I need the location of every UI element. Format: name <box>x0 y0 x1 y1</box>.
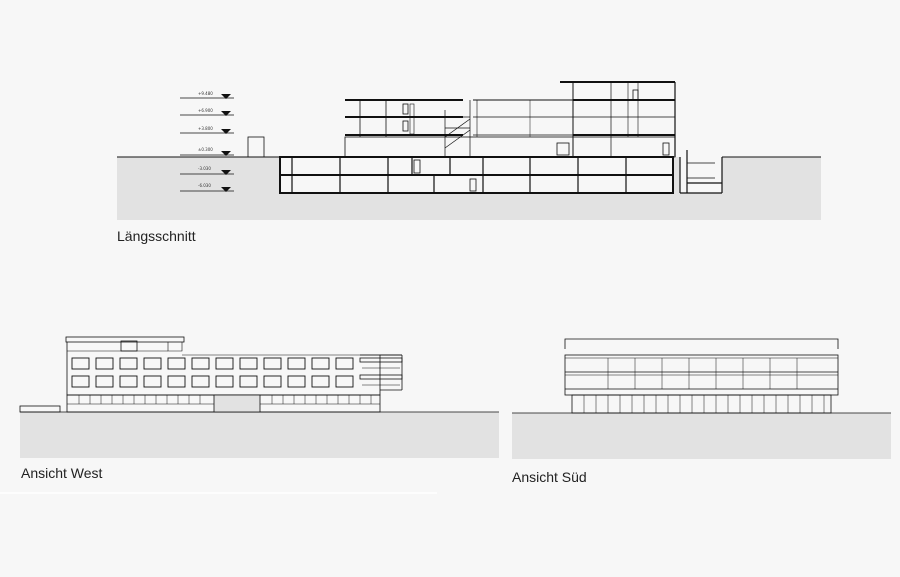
west-windows-lower <box>71 375 354 388</box>
section-ramp <box>679 150 723 194</box>
section-basement-walls <box>291 157 627 193</box>
level-marker: +9.480 <box>180 91 234 99</box>
south-ground-mullions <box>583 395 825 413</box>
longitudinal-section <box>117 81 821 220</box>
level-marker: ±0.300 <box>180 147 234 156</box>
south-facade-divisions <box>607 358 798 389</box>
level-marker: -3.030 <box>180 166 234 175</box>
level-marker: -6.030 <box>180 183 234 192</box>
section-ground-floor <box>344 136 676 158</box>
south-ground-fill <box>512 413 891 459</box>
section-staircase <box>444 100 471 157</box>
level-label: +6.900 <box>198 108 213 113</box>
west-elevation-caption: Ansicht West <box>21 465 103 481</box>
level-label: -3.030 <box>198 166 211 171</box>
south-elevation <box>512 338 891 459</box>
west-windows-upper <box>71 357 354 370</box>
level-label: +9.480 <box>198 91 213 96</box>
level-label: ±0.300 <box>198 147 213 152</box>
section-shed <box>247 136 265 158</box>
level-label: -6.030 <box>198 183 211 188</box>
west-elevation <box>19 336 499 458</box>
level-marker: +3.800 <box>180 126 234 134</box>
west-ground-mullions <box>78 395 372 404</box>
level-marker: +6.900 <box>180 108 234 116</box>
level-label: +3.800 <box>198 126 213 131</box>
south-roof-outline <box>564 338 839 349</box>
section-caption: Längsschnitt <box>117 228 196 244</box>
west-roof-slab <box>65 336 185 343</box>
section-ground-fill <box>117 157 821 220</box>
west-balconies <box>359 354 403 391</box>
level-markers: +9.480 +6.900 +3.800 ±0.300 -3.030 -6.03… <box>180 91 234 192</box>
south-elevation-caption: Ansicht Süd <box>512 469 587 485</box>
south-ground-floor <box>571 394 832 414</box>
west-ground-fill <box>20 412 499 458</box>
